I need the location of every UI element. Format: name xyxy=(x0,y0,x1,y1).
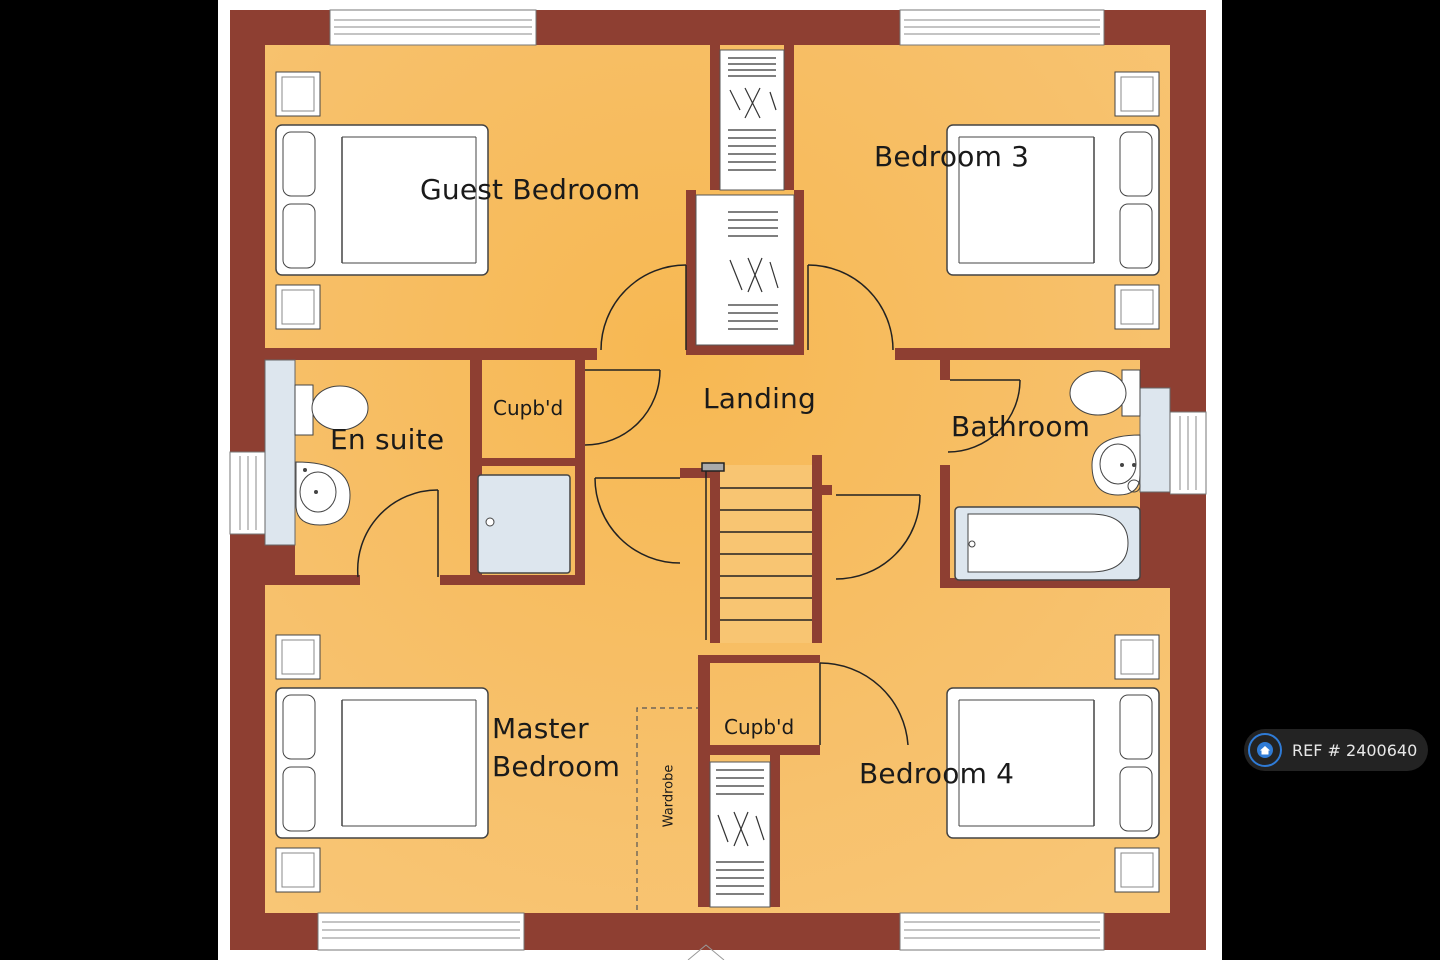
left-window xyxy=(229,451,266,535)
shower-tray xyxy=(477,474,571,574)
master-bedroom-bed xyxy=(275,634,489,893)
wardrobe-outline xyxy=(636,707,698,910)
top-window-left xyxy=(329,9,537,46)
bottom-cupboard-rails xyxy=(709,761,771,908)
stair-arrow xyxy=(687,944,725,960)
label-bedroom-3: Bedroom 3 xyxy=(874,140,1030,173)
reference-number: REF # 2400640 xyxy=(1292,740,1418,760)
top-window-right xyxy=(899,9,1105,46)
label-bathroom: Bathroom xyxy=(951,410,1091,443)
home-icon xyxy=(1248,733,1282,767)
label-master-bedroom-line1: Master xyxy=(492,712,589,745)
bottom-window-left xyxy=(317,912,525,951)
top-cupboard-rails xyxy=(695,49,795,346)
door-swings xyxy=(356,264,1021,746)
bedroom-4-bed xyxy=(946,634,1160,893)
bedroom-3-bed xyxy=(946,71,1160,330)
label-cupboard-bottom: Cupb'd xyxy=(724,715,795,739)
right-window xyxy=(1169,411,1207,495)
reference-badge: REF # 2400640 xyxy=(1244,729,1428,771)
label-cupboard-top: Cupb'd xyxy=(493,396,564,420)
staircase xyxy=(701,462,812,643)
label-wardrobe: Wardrobe xyxy=(661,764,677,828)
label-landing: Landing xyxy=(703,382,816,415)
label-en-suite: En suite xyxy=(330,423,445,456)
label-master-bedroom-line2: Bedroom xyxy=(492,750,621,783)
guest-bedroom-bed xyxy=(275,71,489,330)
bottom-window-right xyxy=(899,912,1105,951)
label-guest-bedroom: Guest Bedroom xyxy=(420,173,641,206)
bathroom-fixtures xyxy=(954,369,1171,581)
en-suite-fixtures xyxy=(264,359,369,546)
label-bedroom-4: Bedroom 4 xyxy=(859,757,1015,790)
